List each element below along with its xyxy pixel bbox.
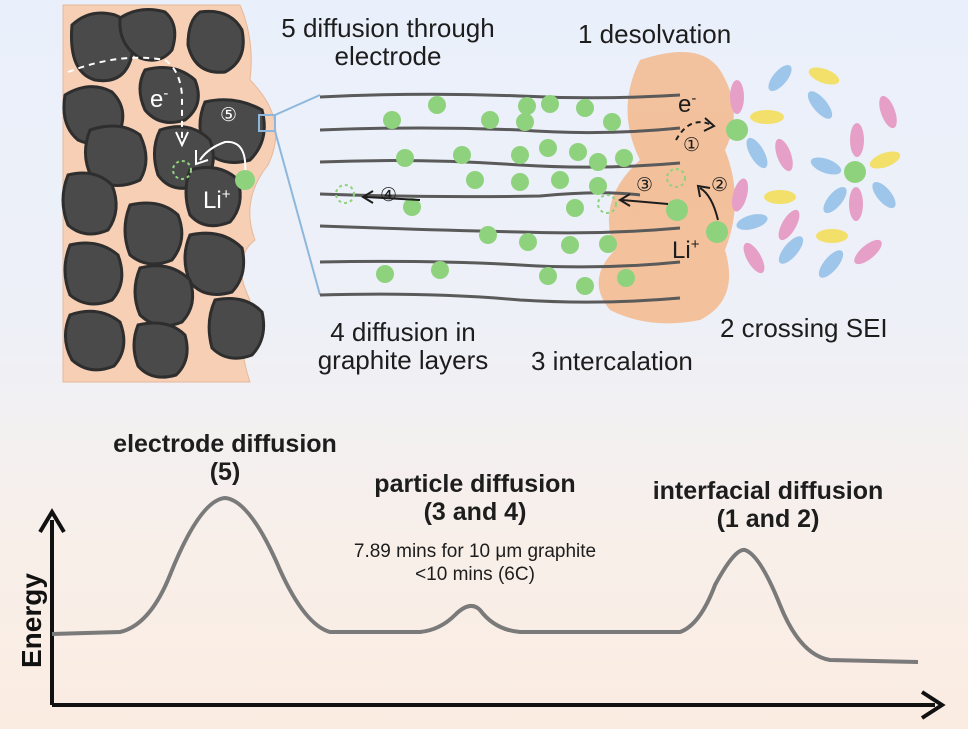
li-vacancy-electrode (172, 160, 192, 180)
peak-electrode-label: electrode diffusion (5) (85, 430, 365, 486)
label-step-3: 3 intercalation (531, 346, 693, 376)
graphite-particles (61, 8, 266, 379)
electron-symbol-sei: e- (678, 90, 697, 118)
label-step-1: 1 desolvation (578, 19, 732, 49)
peak-interfacial-line2: (1 and 2) (716, 505, 820, 533)
li-symbol-sei: Li+ (672, 236, 700, 264)
label-step-4: 4 diffusion in graphite layers (300, 318, 506, 374)
step-arrows (361, 117, 719, 221)
marker-step-3: ③ (636, 175, 654, 196)
marker-step-5: ⑤ (220, 105, 238, 126)
li-ion-solvated (844, 161, 866, 183)
li-ion-desolvated (726, 119, 748, 141)
marker-step-1: ① (683, 135, 701, 156)
solvent-molecules (730, 64, 901, 278)
electron-symbol-electrode: e- (150, 85, 169, 113)
sei-region (598, 52, 735, 324)
zoom-box (258, 114, 276, 132)
label-step-5-line2: electrode (334, 41, 442, 71)
peak-particle-line2: (3 and 4) (423, 498, 527, 526)
peak-particle-line1: particle diffusion (374, 470, 576, 498)
label-step-4-line2: graphite layers (317, 345, 489, 375)
peak-interfacial-label: interfacial diffusion (1 and 2) (618, 477, 918, 533)
particle-note-line1: 7.89 mins for 10 μm graphite (353, 541, 597, 562)
electrode-panel (61, 4, 321, 383)
graphite-layers (319, 92, 681, 304)
marker-step-2: ② (711, 175, 729, 196)
peak-electrode-line1: electrode diffusion (113, 430, 337, 458)
li-ion-electrode (235, 170, 255, 190)
li-symbol-electrode: Li+ (203, 186, 231, 214)
peak-electrode-line2: (5) (209, 458, 241, 486)
label-step-2: 2 crossing SEI (720, 313, 888, 343)
energy-axis-label: Energy (16, 573, 47, 668)
label-step-4-line1: 4 diffusion in (330, 317, 476, 347)
label-step-5: 5 diffusion through electrode (266, 14, 510, 70)
label-step-5-line1: 5 diffusion through (281, 13, 495, 43)
particle-note-line2: <10 mins (6C) (415, 564, 535, 585)
intercalated-li-ions (376, 95, 728, 295)
energy-axes (38, 508, 946, 720)
particle-note: 7.89 mins for 10 μm graphite <10 mins (6… (310, 540, 640, 586)
li-vacancies (335, 168, 686, 214)
energy-curve (51, 495, 919, 664)
marker-step-4: ④ (380, 185, 398, 206)
peak-interfacial-line1: interfacial diffusion (652, 477, 884, 505)
peak-particle-label: particle diffusion (3 and 4) (340, 470, 610, 526)
